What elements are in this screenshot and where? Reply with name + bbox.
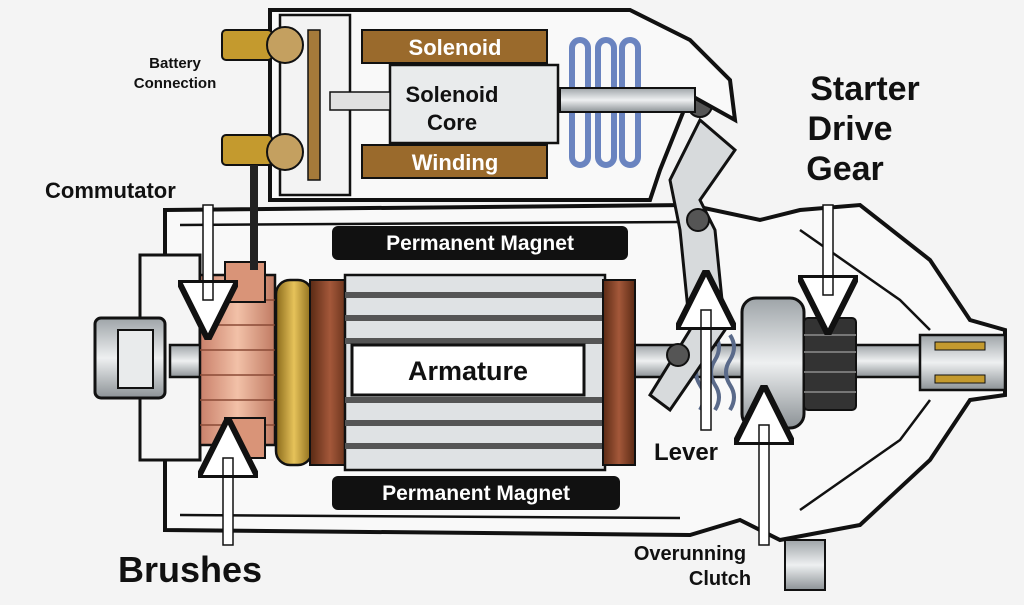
- battery-terminal-lower: [221, 133, 304, 171]
- solenoid-band-top: [361, 29, 548, 64]
- shift-lever: [648, 92, 738, 413]
- lever-label: Lever: [654, 439, 718, 466]
- arrows: [208, 205, 828, 545]
- armature-winding-right: [602, 279, 636, 466]
- starter-drive-gear-label-line2: Drive: [807, 110, 892, 148]
- overrunning-clutch-body: [740, 296, 806, 430]
- permanent-magnet-bottom-box: [332, 476, 620, 510]
- housing-inner-lines: [179, 220, 931, 520]
- brushes-label: Brushes: [118, 549, 262, 590]
- solenoid-core-block: [329, 63, 560, 145]
- drive-gear: [803, 317, 857, 411]
- starter-drive-gear-label-line1: Starter: [810, 70, 920, 108]
- shaft-end: [918, 333, 1007, 392]
- permanent-magnet-bottom-label: Permanent Magnet: [382, 482, 570, 505]
- armature-ring: [274, 278, 314, 467]
- battery-terminal-upper: [221, 26, 304, 64]
- brush-upper: [224, 261, 266, 303]
- starter-drive-gear-label-line3: Gear: [806, 150, 884, 188]
- mounting-foot: [784, 539, 826, 591]
- solenoid-label: Solenoid: [409, 35, 502, 60]
- commutator-label: Commutator: [45, 178, 176, 203]
- solenoid-core-label-line1: Solenoid: [406, 82, 499, 107]
- armature-label-box: [350, 343, 586, 397]
- battery-wire: [250, 165, 258, 270]
- overrunning-clutch-label-line1: Overunning: [634, 543, 746, 565]
- arrow-outlines: [202, 204, 834, 546]
- battery-connection-label-line1: Battery: [149, 55, 201, 72]
- solenoid-plunger: [559, 87, 696, 113]
- permanent-magnet-top-box: [332, 226, 628, 260]
- overrunning-clutch-label-line2: Clutch: [689, 568, 751, 590]
- armature-label: Armature: [408, 356, 528, 386]
- winding-label: Winding: [412, 150, 499, 175]
- solenoid-band-bottom: [361, 144, 548, 179]
- battery-connection-label-line2: Connection: [134, 75, 217, 92]
- permanent-magnet-top-label: Permanent Magnet: [386, 232, 574, 255]
- solenoid-core-label-line2: Core: [427, 110, 477, 135]
